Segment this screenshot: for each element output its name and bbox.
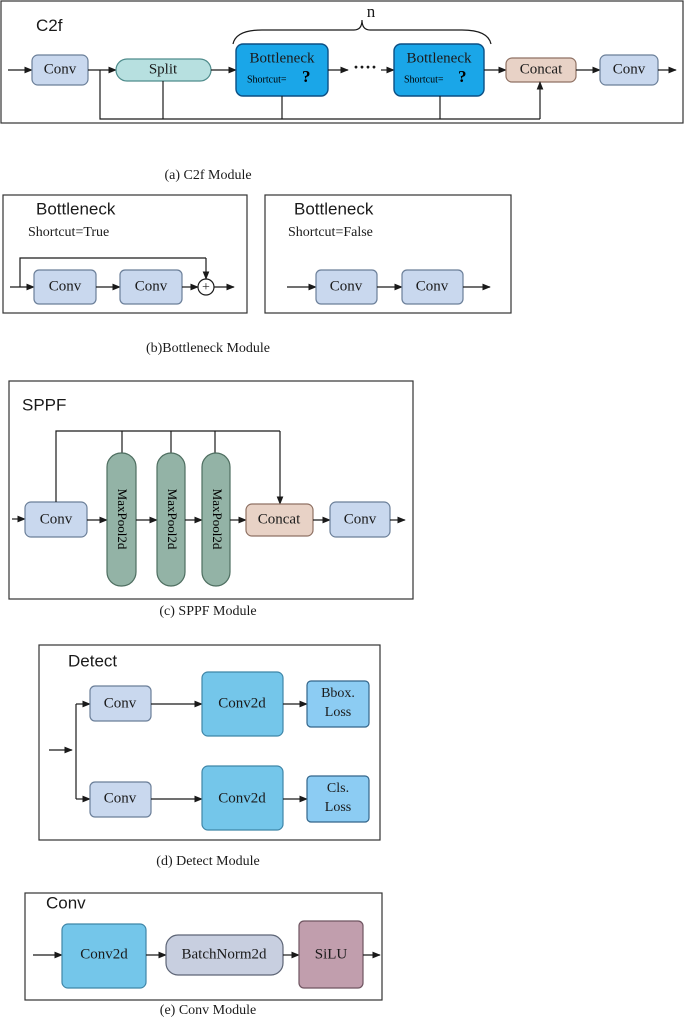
sppf-module: SPPF Conv MaxPool2d MaxPool2d MaxPool2d … xyxy=(8,380,414,600)
bt-shortcut-line xyxy=(19,257,206,287)
bottleneck-true-frame xyxy=(2,194,248,314)
conv-silu-label: SiLU xyxy=(315,946,348,962)
conv-conv2d-label: Conv2d xyxy=(80,946,128,962)
c2f-bottleneck-1-shortcut: Shortcut= xyxy=(247,74,287,85)
bottleneck-true-title: Bottleneck xyxy=(36,199,116,218)
bt-conv-2-label: Conv xyxy=(135,278,168,294)
detect-title: Detect xyxy=(68,651,117,670)
detect-conv-top-label: Conv xyxy=(104,695,137,711)
c2f-bottleneck-2-question: ? xyxy=(458,67,467,86)
conv-conv2d xyxy=(61,923,147,989)
bottleneck-true-subtitle: Shortcut=True xyxy=(28,225,109,240)
bottleneck-false: Bottleneck Shortcut=False Conv Conv xyxy=(264,194,512,314)
c2f-title: C2f xyxy=(36,16,63,35)
detect-conv2d-top-label: Conv2d xyxy=(218,695,266,711)
detect-bbox-loss xyxy=(306,680,370,728)
sppf-maxpool-3-label: MaxPool2d xyxy=(210,489,225,550)
c2f-caption: (a) C2f Module xyxy=(164,168,251,183)
c2f-bottleneck-1-question: ? xyxy=(302,67,311,86)
c2f-conv-in-label: Conv xyxy=(44,61,77,77)
c2f-module: C2f Conv Split n Bottleneck Shortcut= ? … xyxy=(0,0,684,124)
c2f-bus-line xyxy=(99,70,540,120)
c2f-bottleneck-1-label: Bottleneck xyxy=(250,50,315,66)
conv-caption: (e) Conv Module xyxy=(160,1003,256,1018)
bt-conv-1-label: Conv xyxy=(49,278,82,294)
detect-bbox-loss-line2: Loss xyxy=(325,705,351,720)
conv-module: Conv Conv2d BatchNorm2d SiLU xyxy=(24,892,383,1001)
detect-caption: (d) Detect Module xyxy=(156,854,259,869)
detect-cls-loss-line1: Cls. xyxy=(327,781,349,796)
conv-module-title: Conv xyxy=(46,893,86,912)
bottleneck-false-frame xyxy=(264,194,512,314)
sppf-caption: (c) SPPF Module xyxy=(159,604,256,619)
detect-cls-loss xyxy=(306,775,370,823)
bottleneck-true: Bottleneck Shortcut=True Conv Conv + xyxy=(2,194,248,314)
c2f-dots: ···· xyxy=(353,57,377,77)
sppf-title: SPPF xyxy=(22,395,66,414)
detect-conv2d-bottom-label: Conv2d xyxy=(218,790,266,806)
c2f-bottleneck-2-shortcut: Shortcut= xyxy=(404,74,444,85)
sppf-conv-in-label: Conv xyxy=(40,511,73,527)
bf-conv-2-label: Conv xyxy=(416,278,449,294)
bottleneck-caption: (b)Bottleneck Module xyxy=(146,341,270,356)
sppf-maxpool-1-label: MaxPool2d xyxy=(115,489,130,550)
c2f-split-label: Split xyxy=(149,61,178,77)
detect-bbox-loss-line1: Bbox. xyxy=(321,686,355,701)
detect-conv-bottom-label: Conv xyxy=(104,790,137,806)
sppf-maxpool-2-label: MaxPool2d xyxy=(165,489,180,550)
c2f-n-label: n xyxy=(367,2,376,21)
c2f-concat-label: Concat xyxy=(520,61,563,77)
c2f-conv-out-label: Conv xyxy=(613,61,646,77)
conv-frame xyxy=(24,892,383,1001)
sppf-top-bus xyxy=(55,430,280,502)
detect-conv2d-bottom xyxy=(201,765,284,831)
c2f-bottleneck-2-label: Bottleneck xyxy=(407,50,472,66)
bottleneck-false-subtitle: Shortcut=False xyxy=(288,225,373,240)
bottleneck-false-title: Bottleneck xyxy=(294,199,374,218)
sppf-concat-label: Concat xyxy=(258,511,301,527)
c2f-n-brace xyxy=(232,19,492,45)
detect-cls-loss-line2: Loss xyxy=(325,800,351,815)
detect-frame xyxy=(38,644,381,841)
sppf-frame xyxy=(8,380,414,600)
bf-conv-1-label: Conv xyxy=(330,278,363,294)
c2f-frame xyxy=(0,0,684,124)
conv-batchnorm-label: BatchNorm2d xyxy=(182,946,267,962)
bt-add-plus: + xyxy=(202,280,210,295)
detect-module: Detect Conv Conv2d Bbox. Loss Conv Conv2… xyxy=(38,644,381,841)
sppf-conv-out-label: Conv xyxy=(344,511,377,527)
